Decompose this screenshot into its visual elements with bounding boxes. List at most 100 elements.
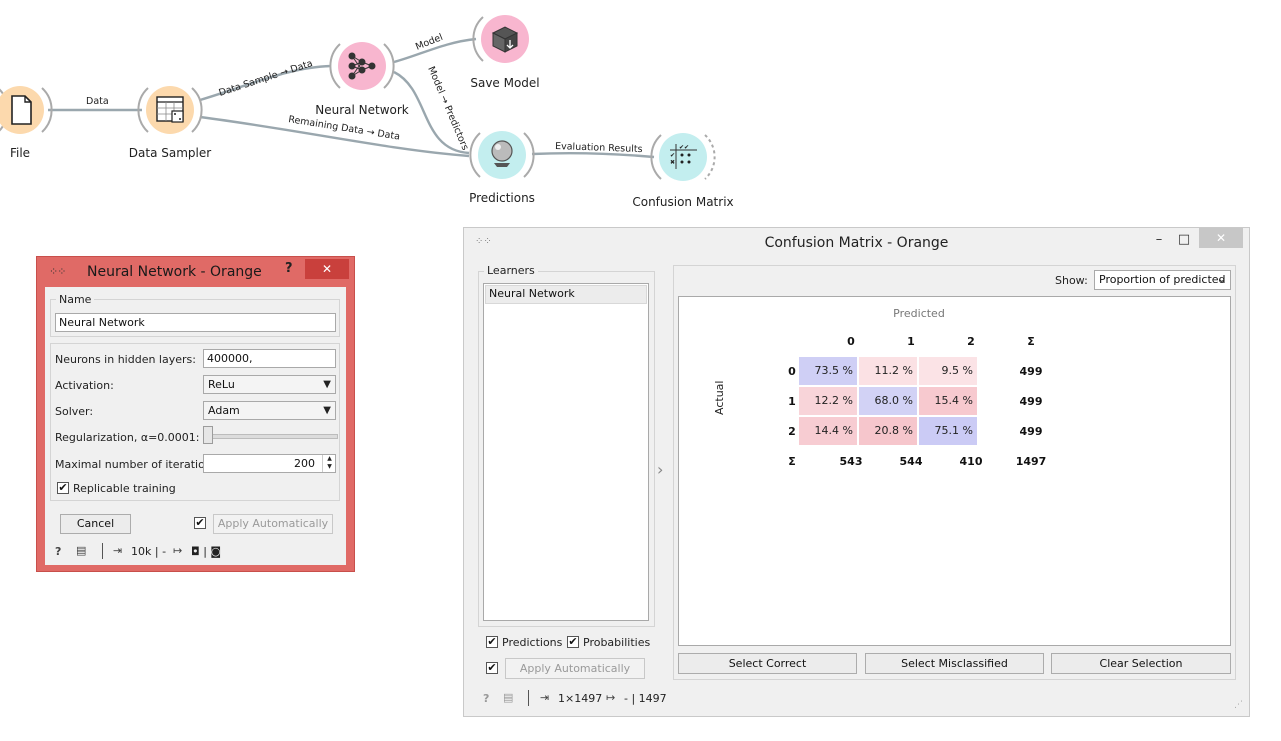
svg-text:✔: ✔: [670, 152, 675, 159]
help-icon[interactable]: ?: [285, 261, 293, 276]
replicable-checkbox[interactable]: ✔: [57, 481, 69, 494]
node-neural-network[interactable]: [329, 42, 395, 90]
report-icon[interactable]: ▤: [503, 691, 514, 704]
probabilities-label: Probabilities: [583, 636, 651, 649]
clear-selection-button[interactable]: Clear Selection: [1051, 653, 1231, 674]
learners-group: [478, 271, 655, 627]
link-sampler-nn[interactable]: [199, 64, 332, 102]
status-input-summary: 1×1497: [558, 692, 603, 705]
regularization-slider-track[interactable]: [207, 434, 338, 439]
node-save-model[interactable]: [472, 15, 529, 63]
resize-grip-icon[interactable]: ⋰: [1234, 700, 1243, 710]
minimize-icon[interactable]: –: [1155, 232, 1163, 247]
link-sampler-pred[interactable]: [199, 115, 470, 158]
select-misclassified-button[interactable]: Select Misclassified: [865, 653, 1044, 674]
node-data-sampler[interactable]: [137, 86, 203, 134]
probabilities-checkbox[interactable]: ✔: [567, 635, 579, 648]
name-input[interactable]: Neural Network: [55, 313, 336, 332]
link-nn-pred[interactable]: [393, 70, 470, 155]
link-nn-save[interactable]: [393, 37, 477, 64]
show-select[interactable]: Proportion of predicted ⌄: [1094, 270, 1231, 290]
iterations-spinner[interactable]: ▲ ▼: [322, 455, 336, 472]
link-pred-cm[interactable]: [531, 152, 655, 159]
name-group: [50, 299, 340, 337]
col-total: 544: [899, 455, 923, 468]
link-label-eval: Evaluation Results: [555, 141, 643, 155]
apply-automatically-button[interactable]: Apply Automatically: [213, 514, 333, 534]
cm-window-title: Confusion Matrix - Orange: [764, 235, 949, 251]
link-label-data: Data: [86, 96, 109, 107]
col-header-1: 1: [907, 335, 915, 348]
report-icon[interactable]: ▤: [76, 544, 87, 557]
name-group-title: Name: [56, 293, 95, 306]
matrix-cell[interactable]: 15.4 %: [919, 387, 977, 415]
maximize-icon[interactable]: □: [1177, 232, 1191, 247]
predictions-label: Predictions: [502, 636, 563, 649]
links: [48, 37, 655, 159]
close-button[interactable]: ✕: [1199, 228, 1243, 248]
col-header-2: 2: [967, 335, 975, 348]
node-label-confusion-matrix: Confusion Matrix: [632, 195, 734, 209]
neurons-input[interactable]: 400000,: [203, 349, 336, 368]
actual-axis-label: Actual: [713, 380, 726, 415]
chevron-down-icon: ▼: [323, 379, 331, 390]
matrix-view[interactable]: Predicted Actual 0 1 2 Σ 0 73.5 % 11.2 %…: [678, 296, 1231, 646]
regularization-slider-handle[interactable]: [203, 426, 213, 444]
matrix-cell[interactable]: 68.0 %: [859, 387, 917, 415]
neural-network-window[interactable]: ⁘⁘ Neural Network - Orange ? ✕ Name Neur…: [36, 256, 355, 572]
file-icon: [11, 95, 32, 125]
matrix-cell[interactable]: 73.5 %: [799, 357, 857, 385]
matrix-cell[interactable]: 20.8 %: [859, 417, 917, 445]
matrix-cell[interactable]: 11.2 %: [859, 357, 917, 385]
matrix-cell[interactable]: 75.1 %: [919, 417, 977, 445]
spin-up-icon[interactable]: ▲: [327, 455, 332, 462]
matrix-cell[interactable]: 9.5 %: [919, 357, 977, 385]
cancel-button[interactable]: Cancel: [60, 514, 131, 534]
col-total: 543: [839, 455, 863, 468]
select-correct-button[interactable]: Select Correct: [678, 653, 857, 674]
neural-network-icon: [348, 52, 376, 80]
node-file[interactable]: [0, 86, 53, 134]
apply-auto-checkbox[interactable]: ✔: [194, 516, 206, 529]
learner-item[interactable]: Neural Network: [485, 285, 647, 304]
solver-label: Solver:: [55, 405, 94, 418]
crystal-ball-icon: [491, 140, 513, 167]
node-label-neural-network: Neural Network: [315, 103, 409, 117]
apply-auto-checkbox[interactable]: ✔: [486, 661, 498, 674]
nn-body: Name Neural Network Neurons in hidden la…: [45, 287, 346, 565]
max-iterations-input[interactable]: 200: [203, 454, 336, 473]
regularization-label: Regularization, α=0.0001:: [55, 431, 200, 444]
apply-automatically-button[interactable]: Apply Automatically: [505, 658, 645, 679]
activation-select[interactable]: ReLu ▼: [203, 375, 336, 394]
node-confusion-matrix[interactable]: ✔✔ ✔ ✖: [650, 133, 716, 181]
predictions-checkbox[interactable]: ✔: [486, 635, 498, 648]
show-label: Show:: [1055, 274, 1088, 287]
row-header-0: 0: [788, 365, 796, 378]
chevron-right-icon[interactable]: ›: [657, 460, 664, 479]
help-icon[interactable]: ?: [483, 692, 490, 705]
close-button[interactable]: ✕: [305, 259, 349, 279]
node-predictions[interactable]: [469, 131, 535, 179]
chevron-down-icon: ▼: [323, 405, 331, 416]
cm-title-bar[interactable]: ⁘⁘ Confusion Matrix - Orange – □ ✕: [464, 228, 1249, 258]
row-total: 499: [1019, 425, 1043, 438]
activation-label: Activation:: [55, 379, 114, 392]
help-icon[interactable]: ?: [55, 545, 62, 558]
status-input-summary: 10k | -: [131, 545, 167, 558]
matrix-cell[interactable]: 14.4 %: [799, 417, 857, 445]
node-label-data-sampler: Data Sampler: [128, 146, 212, 160]
activation-value: ReLu: [208, 378, 235, 391]
grip-icon: ⁘⁘: [475, 236, 492, 247]
confusion-matrix-icon: ✔✔ ✔ ✖: [670, 144, 697, 169]
col-header-0: 0: [847, 335, 855, 348]
learners-group-title: Learners: [484, 264, 538, 277]
confusion-matrix-window[interactable]: ⁘⁘ Confusion Matrix - Orange – □ ✕ Learn…: [463, 227, 1250, 717]
learners-list[interactable]: Neural Network: [483, 283, 649, 621]
nn-title-bar[interactable]: ⁘⁘ Neural Network - Orange ? ✕: [37, 257, 354, 287]
spin-down-icon[interactable]: ▼: [327, 463, 332, 470]
status-output-summary: - | 1497: [624, 692, 667, 705]
matrix-cell[interactable]: 12.2 %: [799, 387, 857, 415]
solver-select[interactable]: Adam ▼: [203, 401, 336, 420]
node-label-file: File: [9, 146, 31, 160]
